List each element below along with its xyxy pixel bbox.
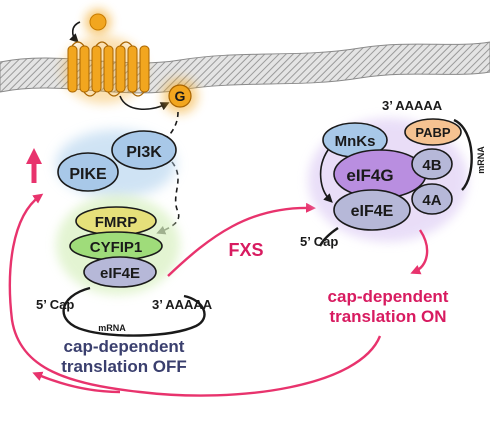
fmrp-label: FMRP [95,214,138,231]
mnks-label: MnKs [335,133,376,150]
mrna-left-label: mRNA [98,323,126,333]
eif4f-complex: PABP MnKs eIF4G 4B 4A eIF4E [308,118,468,242]
translation-on-line1: cap-dependent [328,287,449,306]
ligand-icon [85,9,111,35]
translation-off-line1: cap-dependent [64,337,185,356]
eif4e-left-label: eIF4E [100,265,140,282]
eif4a-label: 4A [422,192,441,209]
eif4e-right-label: eIF4E [351,203,394,220]
pi3k-label: PI3K [126,144,162,161]
feedback-loop-arrow [8,193,382,397]
mnks-to-eif4e-arrow [319,149,333,203]
polya-right-label: 3’ AAAAA [382,98,443,113]
cyfip1-label: CYFIP1 [90,239,143,256]
eif4g-label: eIF4G [346,166,393,185]
pike-label: PIKE [69,166,107,183]
ligand-binding-arrow [69,21,81,43]
fxs-label: FXS [228,240,263,260]
mrna-right-strand [318,118,473,247]
cap-left-label: 5’ Cap [36,297,74,312]
g-protein-node: G [162,78,198,114]
g-protein-label: G [175,88,186,104]
upregulation-arrow-icon [26,148,42,183]
receptor-to-g-arrow [119,95,170,111]
g-to-pi3k-arrow [158,111,179,145]
mrna-right-label: mRNA [476,146,486,174]
pabp-label: PABP [415,125,450,140]
off-return-arrow [32,371,121,394]
pike-pi3k-complex: PI3K PIKE [56,130,177,198]
polya-left-label: 3’ AAAAA [152,297,213,312]
cap-right-label: 5’ Cap [300,234,338,249]
translation-on-line2: translation ON [329,307,446,326]
fmrp-complex: FMRP CYFIP1 eIF4E [56,195,180,295]
eif4b-label: 4B [422,157,441,174]
fxs-arrow [167,202,316,277]
mrna-left-strand [62,286,206,337]
translation-on-arrow [410,229,429,275]
translation-off-line2: translation OFF [61,357,187,376]
receptor-icon [62,36,150,104]
